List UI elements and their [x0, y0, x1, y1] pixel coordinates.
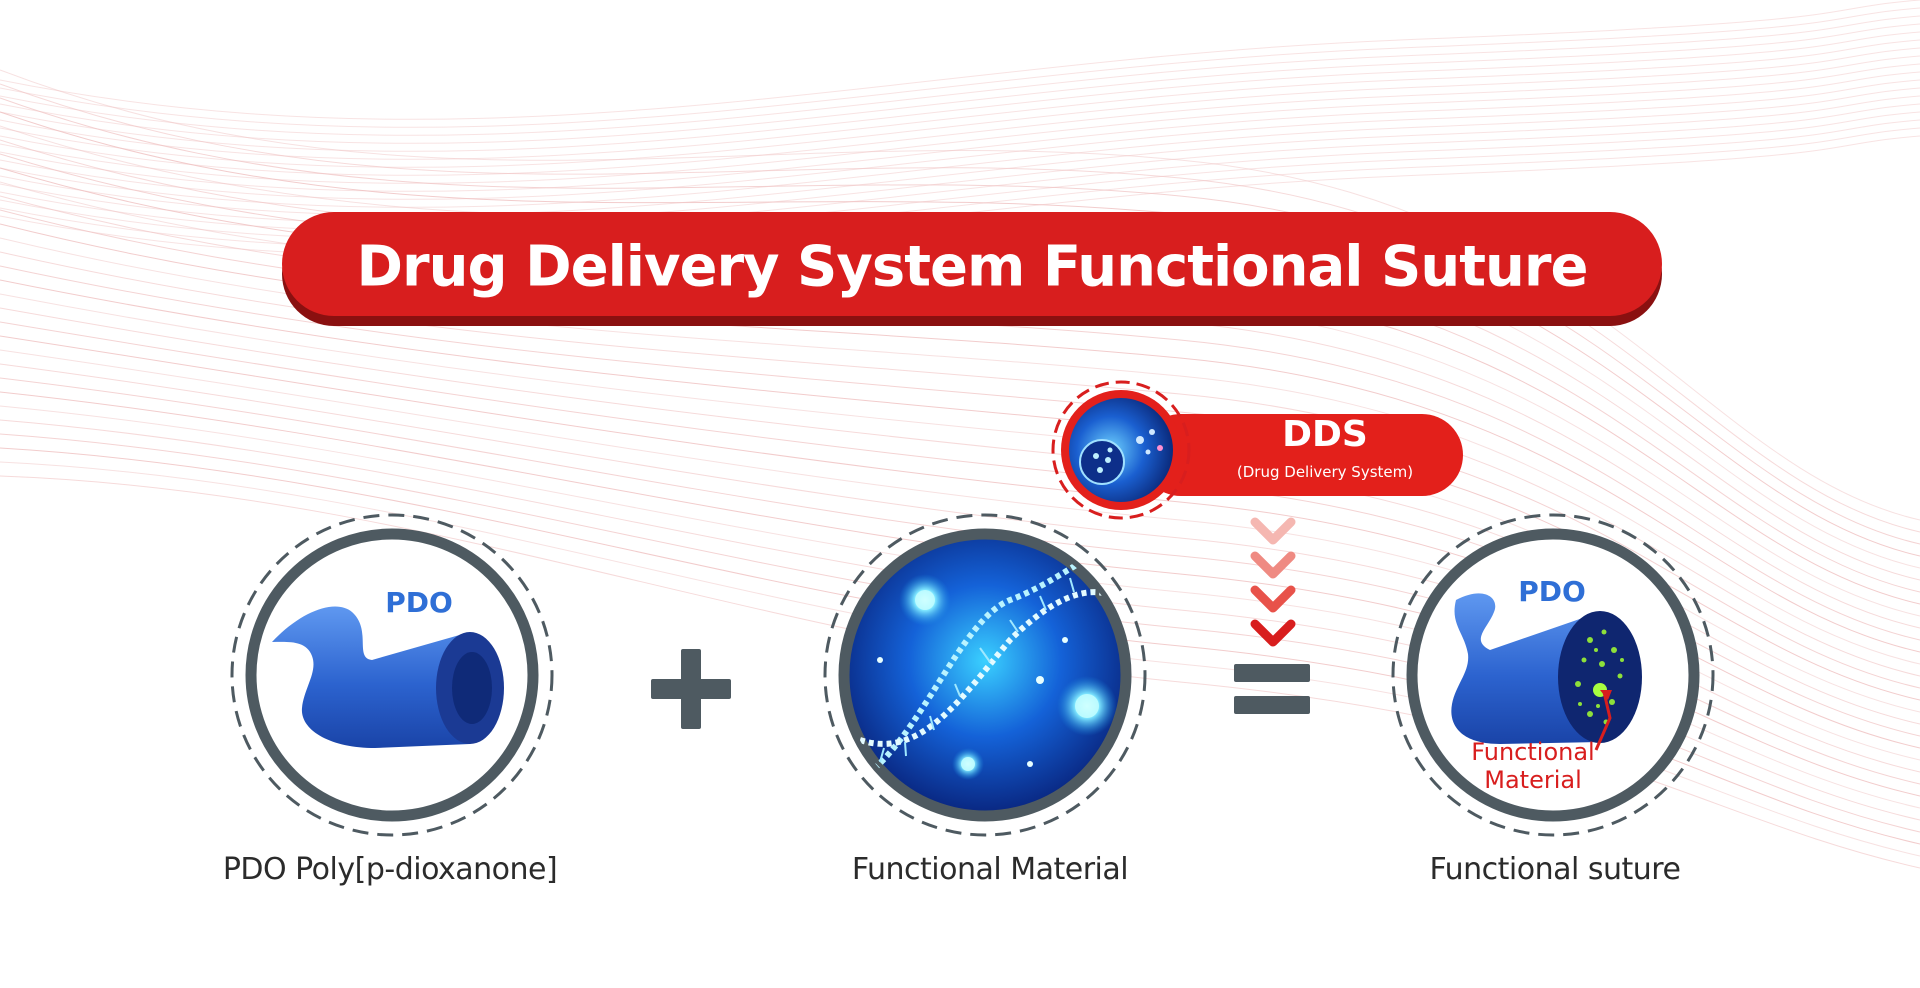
dds-full-name: (Drug Delivery System) — [1237, 463, 1413, 481]
wave-line — [0, 79, 1920, 200]
wave-line — [0, 31, 1920, 152]
wave-line — [0, 349, 1920, 761]
down-arrows — [1250, 517, 1296, 647]
chevron-down-icon — [1250, 551, 1296, 579]
wave-line — [0, 39, 1920, 160]
suture-thread-image — [1451, 593, 1642, 744]
annotation-functional: Functional — [1471, 738, 1594, 766]
wave-line — [0, 71, 1920, 192]
wave-line — [0, 391, 1920, 797]
pdo-thread-image — [272, 606, 504, 748]
title-banner: Drug Delivery System Functional Suture — [282, 212, 1662, 326]
chevron-down-icon — [1250, 517, 1296, 545]
annotation-pointer — [1594, 691, 1612, 751]
wave-line — [0, 87, 1920, 208]
functional-material-circle — [823, 513, 1147, 837]
wave-line — [0, 97, 1920, 545]
equals-operator — [1234, 664, 1310, 714]
plus-operator — [651, 649, 731, 729]
pdo-circle: PDO — [230, 513, 554, 837]
wave-line — [0, 55, 1920, 176]
annotation-material: Material — [1484, 766, 1582, 794]
wave-line — [0, 15, 1920, 136]
wave-line — [0, 0, 1920, 120]
dds-dashed-ring — [1051, 380, 1191, 520]
caption-functional-suture: Functional suture — [1429, 852, 1681, 887]
wave-line — [0, 63, 1920, 184]
suture-pdo-label: PDO — [1518, 575, 1586, 608]
wave-line — [0, 23, 1920, 144]
caption-functional-material: Functional Material — [851, 852, 1129, 887]
title-text: Drug Delivery System Functional Suture — [357, 235, 1588, 300]
functional-suture-circle: PDO Functional Material — [1391, 513, 1715, 837]
dna-helix-image — [858, 537, 1122, 783]
chevron-down-icon — [1250, 585, 1296, 613]
wave-line — [0, 69, 1920, 521]
dds-abbreviation: DDS — [1282, 414, 1368, 455]
wave-line — [0, 47, 1920, 168]
wave-line — [0, 405, 1920, 809]
wave-line — [0, 363, 1920, 773]
wave-line — [0, 7, 1920, 128]
wave-line — [0, 111, 1920, 557]
caption-pdo: PDO Poly[p-dioxanone] — [222, 852, 558, 887]
dds-callout: DDS (Drug Delivery System) — [1051, 380, 1463, 520]
chevron-down-icon — [1250, 619, 1296, 647]
wave-line — [0, 83, 1920, 533]
pdo-label: PDO — [385, 586, 453, 619]
